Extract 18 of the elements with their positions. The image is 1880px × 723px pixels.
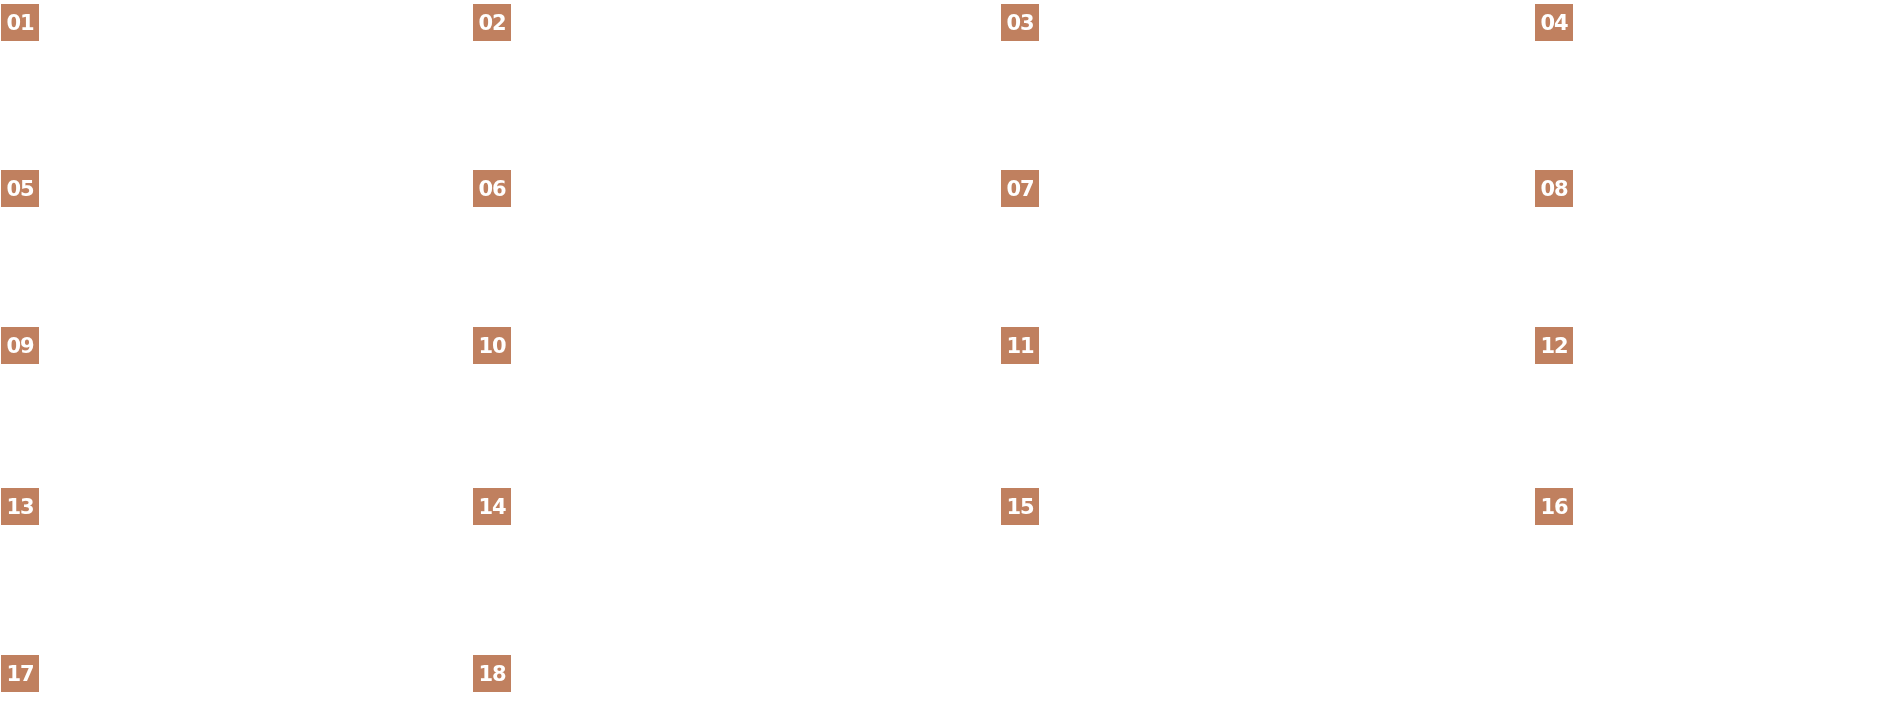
callout-number: 07	[1001, 170, 1039, 207]
callout-number: 06	[473, 170, 511, 207]
callout-number: 02	[473, 4, 511, 41]
callout-number: 18	[473, 655, 511, 692]
callout-number: 09	[1, 327, 39, 364]
callout-number: 08	[1535, 170, 1573, 207]
callout-number: 03	[1001, 4, 1039, 41]
callout-number: 05	[1, 170, 39, 207]
callout-number: 10	[473, 327, 511, 364]
callout-number: 04	[1535, 4, 1573, 41]
callout-number: 11	[1001, 327, 1039, 364]
callout-number: 14	[473, 488, 511, 525]
callout-number: 13	[1, 488, 39, 525]
callout-number: 01	[1, 4, 39, 41]
callout-number: 12	[1535, 327, 1573, 364]
callout-number: 17	[1, 655, 39, 692]
callout-number: 16	[1535, 488, 1573, 525]
callout-number: 15	[1001, 488, 1039, 525]
